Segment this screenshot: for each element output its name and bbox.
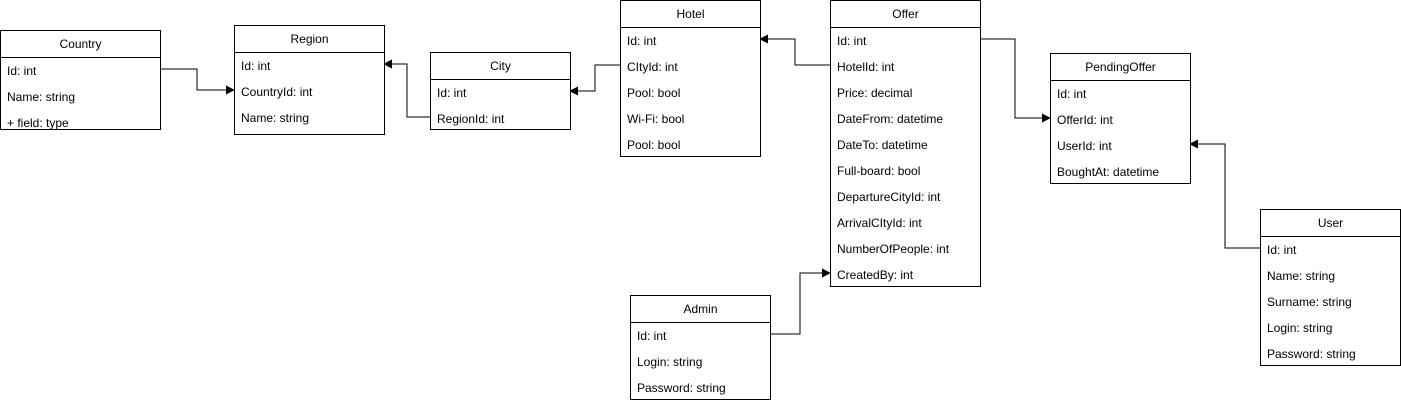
entity-title: Offer [831,1,980,28]
connector-offer-pendingoffer [980,38,1051,123]
connector-city-region [383,59,430,118]
field-row: Name: string [7,90,76,104]
field-row: BoughtAt: datetime [1057,165,1160,179]
field-row: HotelId: int [837,60,895,74]
field-row: Id: int [7,64,37,78]
field-row: CreatedBy: int [837,268,914,282]
field-row: Full-board: bool [837,164,921,178]
field-row: RegionId: int [437,112,505,126]
entity-hotel[interactable]: Hotel Id: int CItyId: int Pool: bool Wi-… [620,0,761,157]
connector-admin-offer [770,268,831,335]
field-row: UserId: int [1057,139,1112,153]
entity-title: User [1261,210,1400,237]
entity-user[interactable]: User Id: int Name: string Surname: strin… [1260,209,1401,366]
entity-admin[interactable]: Admin Id: int Login: string Password: st… [630,295,771,400]
field-row: Name: string [1267,269,1336,283]
entity-city[interactable]: City Id: int RegionId: int [430,52,571,130]
field-row: Name: string [241,111,310,125]
field-row: Id: int [437,86,467,100]
field-row: OfferId: int [1057,113,1113,127]
connector-offer-hotel [759,34,830,66]
field-row: DateTo: datetime [837,138,928,152]
field-row: Surname: string [1267,295,1352,309]
entity-offer[interactable]: Offer Id: int HotelId: int Price: decima… [830,0,981,287]
entity-region[interactable]: Region Id: int CountryId: int Name: stri… [234,25,385,135]
entity-title: Country [1,31,160,58]
entity-title: Hotel [621,1,760,28]
field-row: DepartureCityId: int [837,190,941,204]
entity-title: PendingOffer [1051,54,1190,81]
field-row: Id: int [1057,87,1087,101]
connector-user-pendingoffer [1189,139,1260,249]
connector-hotel-city [569,64,620,96]
entity-pendingoffer[interactable]: PendingOffer Id: int OfferId: int UserId… [1050,53,1191,184]
field-row: Login: string [1267,321,1333,335]
field-row: Pool: bool [627,138,681,152]
field-row: DateFrom: datetime [837,112,944,126]
field-row: Id: int [837,34,867,48]
field-row: Login: string [637,355,703,369]
field-row: CountryId: int [241,85,313,99]
field-row: ArrivalCItyId: int [837,216,922,230]
field-row: Price: decimal [837,86,913,100]
field-row: Pool: bool [627,86,681,100]
field-row: NumberOfPeople: int [837,242,950,256]
entity-title: Region [235,26,384,53]
field-row: Password: string [637,381,726,395]
entity-country[interactable]: Country Id: int Name: string + field: ty… [0,30,161,130]
field-row: Id: int [627,34,657,48]
connector-country-region [160,68,235,95]
field-row: CItyId: int [627,60,678,74]
field-row: Wi-Fi: bool [627,112,685,126]
field-row: + field: type [7,116,69,130]
field-row: Id: int [1267,243,1297,257]
entity-title: Admin [631,296,770,323]
field-row: Password: string [1267,347,1356,361]
field-row: Id: int [637,329,667,343]
field-row: Id: int [241,59,271,73]
entity-title: City [431,53,570,80]
